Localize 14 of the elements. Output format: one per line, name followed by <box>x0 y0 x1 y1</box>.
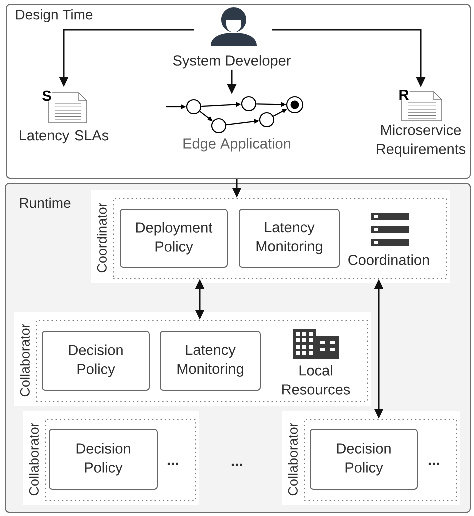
node-label: Edge Application <box>184 138 290 152</box>
node-label: Latency SLAs <box>20 130 109 144</box>
ellipsis: ... <box>232 464 242 466</box>
document-letter: R <box>398 89 410 101</box>
process-box: Decision Policy <box>310 429 418 490</box>
process-box: Decision Policy <box>49 429 158 490</box>
text-label: Local Resources <box>282 365 350 395</box>
process-box: Latency Monitoring <box>160 331 261 391</box>
process-box: Decision Policy <box>42 331 150 391</box>
document-letter: S <box>42 90 52 102</box>
process-box: Deployment Policy <box>120 209 228 268</box>
process-box: Latency Monitoring <box>239 209 340 268</box>
node-label: System Developer <box>173 55 291 69</box>
node-label: Microservice Requirements <box>377 124 466 158</box>
